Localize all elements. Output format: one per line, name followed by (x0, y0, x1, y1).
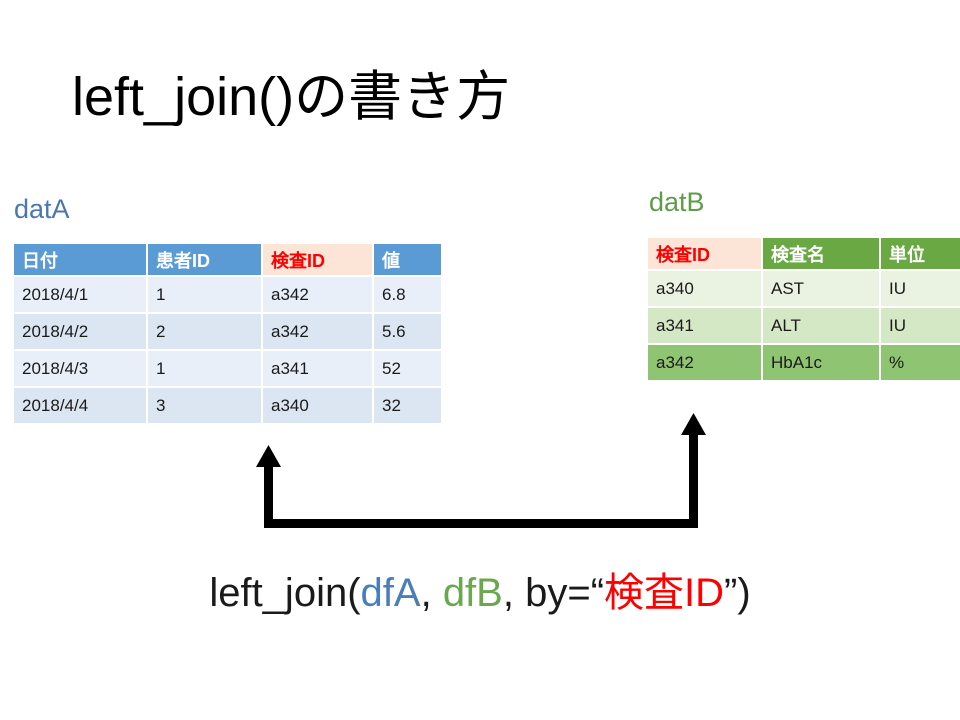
table-a-header-patient-id: 患者ID (148, 244, 263, 277)
cell-test-name: HbA1c (763, 345, 881, 380)
cell-date: 2018/4/2 (14, 314, 148, 351)
formula-arg-a: dfA (360, 571, 421, 615)
formula-by-label: by=“ (525, 571, 605, 615)
formula-prefix: left_join( (209, 571, 361, 615)
table-row: a341 ALT IU (648, 308, 960, 345)
cell-value: 32 (374, 388, 441, 423)
cell-date: 2018/4/3 (14, 351, 148, 388)
table-row: 2018/4/2 2 a342 5.6 (14, 314, 441, 351)
cell-patient-id: 3 (148, 388, 263, 423)
page-title: left_join()の書き方 (72, 67, 511, 127)
table-row: a340 AST IU (648, 271, 960, 308)
cell-test-id: a342 (263, 314, 374, 351)
table-b-header-row: 検査ID 検査名 単位 (648, 238, 960, 271)
table-row: 2018/4/3 1 a341 52 (14, 351, 441, 388)
table-data-a: 日付 患者ID 検査ID 値 2018/4/1 1 a342 6.8 2018/… (14, 244, 441, 423)
cell-test-id: a341 (263, 351, 374, 388)
cell-test-name: AST (763, 271, 881, 308)
join-formula: left_join(dfA, dfB, by=“検査ID”) (0, 570, 960, 616)
cell-unit: % (881, 345, 960, 380)
table-a-header-test-id: 検査ID (263, 244, 374, 277)
cell-test-id: a341 (648, 308, 763, 345)
cell-test-id: a342 (263, 277, 374, 314)
join-connector-arrow (256, 413, 706, 528)
table-a-header-date: 日付 (14, 244, 148, 277)
cell-value: 5.6 (374, 314, 441, 351)
table-a-header-row: 日付 患者ID 検査ID 値 (14, 244, 441, 277)
formula-by-value: 検査ID (604, 571, 725, 615)
formula-separator-1: , (420, 571, 443, 615)
cell-value: 52 (374, 351, 441, 388)
cell-test-id: a340 (263, 388, 374, 423)
cell-patient-id: 2 (148, 314, 263, 351)
table-b-header-test-id: 検査ID (648, 238, 763, 271)
cell-unit: IU (881, 271, 960, 308)
formula-suffix: ”) (724, 571, 751, 615)
cell-patient-id: 1 (148, 277, 263, 314)
cell-date: 2018/4/1 (14, 277, 148, 314)
table-data-b: 検査ID 検査名 単位 a340 AST IU a341 ALT IU a342… (648, 238, 960, 380)
table-a-caption: datA (14, 194, 70, 224)
cell-date: 2018/4/4 (14, 388, 148, 423)
cell-test-id: a342 (648, 345, 763, 380)
formula-separator-2: , (502, 571, 526, 615)
table-row: a342 HbA1c % (648, 345, 960, 380)
table-b-caption: datB (649, 187, 705, 217)
table-a-header-value: 値 (374, 244, 441, 277)
table-b-header-unit: 単位 (881, 238, 960, 271)
cell-unit: IU (881, 308, 960, 345)
table-row: 2018/4/4 3 a340 32 (14, 388, 441, 423)
cell-value: 6.8 (374, 277, 441, 314)
cell-test-name: ALT (763, 308, 881, 345)
cell-patient-id: 1 (148, 351, 263, 388)
formula-arg-b: dfB (442, 571, 503, 615)
table-b-header-test-name: 検査名 (763, 238, 881, 271)
table-row: 2018/4/1 1 a342 6.8 (14, 277, 441, 314)
cell-test-id: a340 (648, 271, 763, 308)
